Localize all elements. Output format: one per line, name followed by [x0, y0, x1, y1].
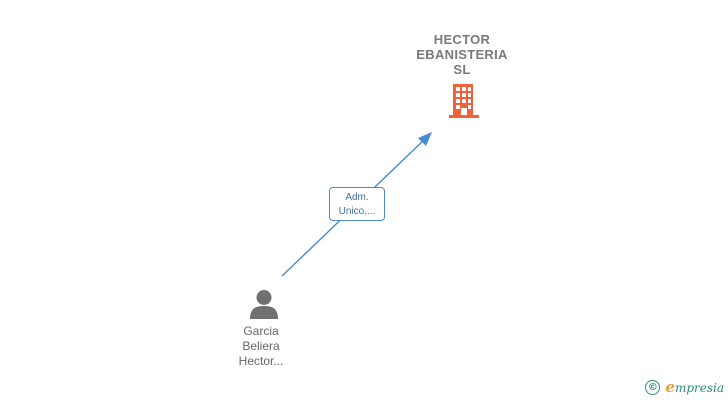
brand-logo[interactable]: empresia [665, 378, 724, 396]
edge-arrowhead [418, 132, 432, 146]
person-name-line: Beliera [242, 339, 280, 353]
footer-brand: © empresia [645, 377, 724, 397]
relation-label-line: Adm. [345, 192, 369, 203]
brand-name: mpresia [674, 381, 724, 395]
person-name-line: Hector... [238, 354, 284, 368]
person-icon[interactable] [248, 288, 280, 320]
relation-label[interactable]: Adm. Unico,... [329, 187, 385, 221]
company-name[interactable]: HECTOR EBANISTERIA SL [392, 32, 532, 77]
company-name-line: HECTOR [433, 32, 491, 47]
relation-label-line: Unico,... [338, 206, 376, 217]
company-name-line: SL [453, 62, 471, 77]
building-icon[interactable] [447, 83, 481, 119]
copyright-icon: © [645, 379, 661, 395]
company-name-line: EBANISTERIA [416, 47, 508, 62]
brand-initial: e [665, 378, 675, 396]
person-name[interactable]: Garcia Beliera Hector... [200, 324, 322, 369]
person-name-line: Garcia [243, 324, 279, 338]
